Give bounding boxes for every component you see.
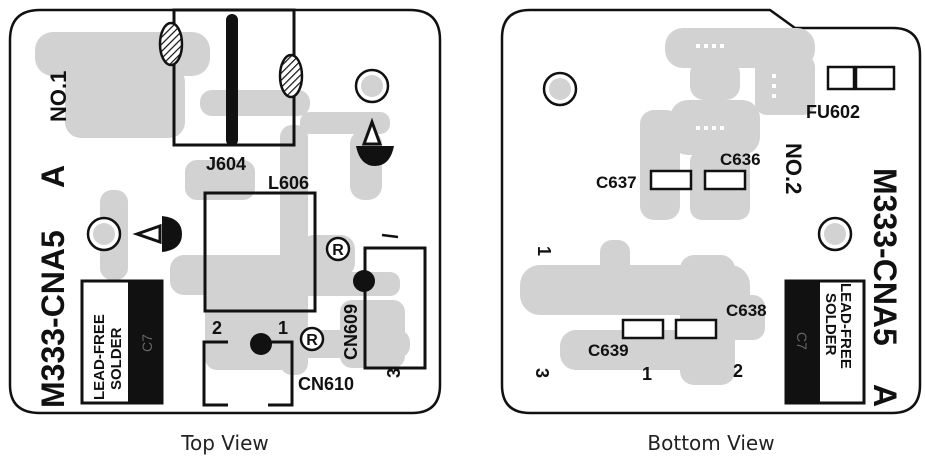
top-direction-marker-1 [356, 117, 394, 166]
registered-glyph: R [306, 332, 318, 349]
top-registered-mark-1: R [325, 236, 351, 262]
c637-label: C637 [596, 173, 637, 192]
bottom-pin-1: 1 [642, 364, 652, 384]
top-rev-label: A [35, 165, 71, 188]
bottom-mounting-holes [542, 71, 853, 252]
j604-footprint [158, 8, 304, 147]
bottom-pin-2: 2 [733, 361, 743, 381]
top-model-label: M333-CNA5 [35, 230, 71, 408]
j604-label: J604 [206, 154, 246, 174]
registered-glyph: R [332, 242, 344, 259]
c7-text: C7 [139, 334, 155, 352]
bottom-trace-dots [696, 44, 776, 130]
bottom-view-caption: Bottom View [647, 431, 774, 455]
l606-label: L606 [268, 173, 309, 193]
c637-pad [649, 169, 693, 191]
top-lead-free-box: LEAD-FREE SOLDER C7 [80, 279, 164, 405]
cn609-footprint [353, 233, 427, 370]
bottom-pads [621, 65, 896, 340]
top-no-label: NO.1 [46, 71, 71, 122]
c638-pad [674, 318, 718, 340]
top-view-caption: Top View [180, 431, 269, 455]
c636-pad [703, 169, 747, 191]
cn610-pin-1: 1 [278, 318, 288, 338]
lead-free-text: LEAD-FREE [91, 314, 108, 400]
bottom-view-board: LEAD-FREE SOLDER C7 M333-CNA5 A NO.2 FU6… [500, 8, 922, 415]
bottom-model-label: M333-CNA5 [867, 168, 903, 346]
cn609-label: CN609 [341, 304, 361, 360]
c7-text: C7 [794, 332, 810, 350]
fu602-pad-right [854, 65, 896, 91]
bottom-no-label: NO.2 [781, 143, 806, 194]
top-view-board: R R LEAD-FREE SOLDER C7 NO.1 M333-CNA5 A… [8, 8, 442, 415]
cn610-footprint [202, 333, 294, 407]
l606-footprint [203, 191, 317, 313]
bottom-lead-free-box: LEAD-FREE SOLDER C7 [784, 279, 866, 405]
solder-text: SOLDER [822, 293, 839, 356]
bottom-pin-3: 3 [532, 368, 552, 378]
bottom-pin-1-left: 1 [534, 246, 554, 256]
c636-label: C636 [720, 150, 761, 169]
c639-label: C639 [588, 341, 629, 360]
top-mounting-holes [86, 68, 390, 252]
c638-label: C638 [726, 301, 767, 320]
lead-free-text: LEAD-FREE [837, 283, 854, 369]
bottom-rev-label: A [867, 384, 903, 407]
cn609-pin-3: 3 [384, 368, 404, 378]
cn610-label: CN610 [298, 374, 354, 394]
top-direction-marker-2 [132, 216, 182, 252]
fu602-label: FU602 [806, 102, 860, 122]
cn610-pin-2: 2 [212, 318, 222, 338]
top-registered-mark-2: R [299, 326, 325, 352]
fu602-pad-left [826, 65, 856, 91]
solder-text: SOLDER [108, 327, 125, 390]
c639-pad [621, 318, 665, 340]
